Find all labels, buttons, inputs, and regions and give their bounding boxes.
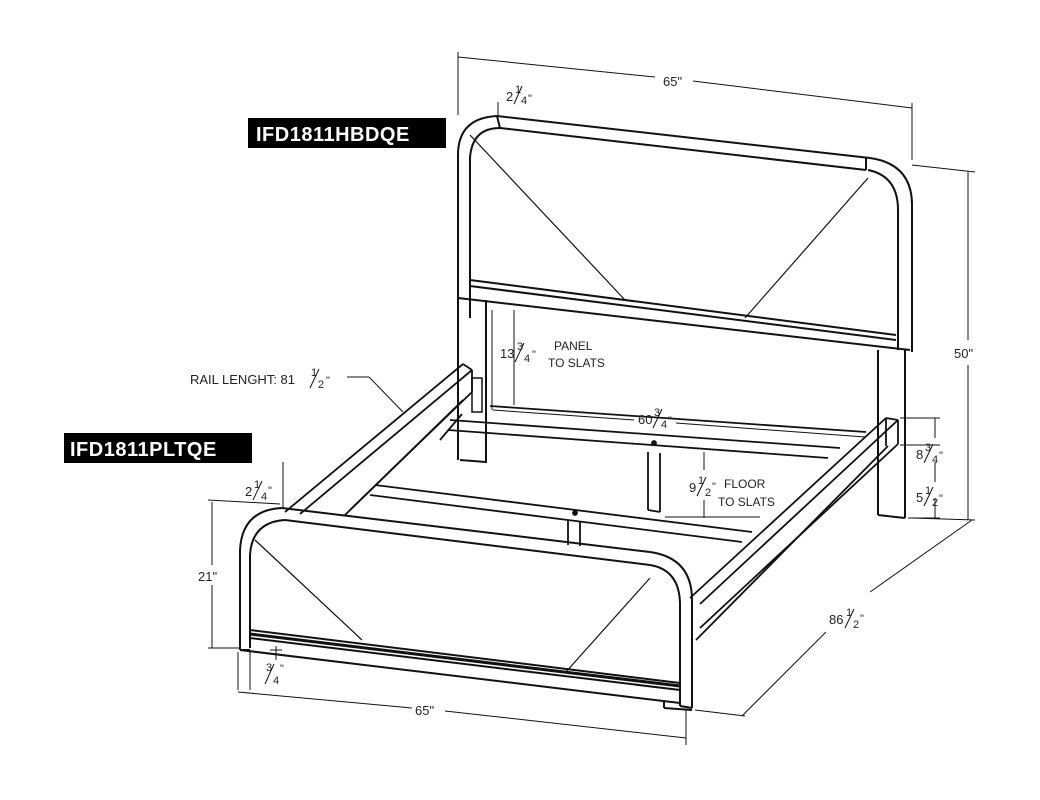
svg-text:": " — [532, 349, 536, 361]
svg-text:4: 4 — [661, 419, 667, 431]
svg-text:2: 2 — [506, 89, 513, 104]
frame-rails — [284, 363, 899, 641]
footboard-rail-thickness-label: 2 1 4 " — [245, 479, 272, 503]
floor-to-slats-label: 9 1 2 " FLOOR TO SLATS — [689, 475, 775, 509]
svg-text:FLOOR: FLOOR — [724, 477, 766, 491]
svg-text:": " — [860, 613, 864, 625]
leg-inset-label: 3 4 " — [264, 662, 284, 687]
svg-text:1: 1 — [925, 485, 931, 497]
headboard-width-label: 65" — [663, 74, 682, 89]
side-rail-height-label: 8 3 4 " — [916, 442, 943, 466]
svg-text:1: 1 — [698, 475, 704, 487]
svg-text:4: 4 — [261, 491, 267, 503]
svg-text:2: 2 — [705, 487, 711, 499]
svg-text:3: 3 — [517, 341, 523, 353]
svg-text:": " — [528, 93, 532, 105]
svg-text:8: 8 — [916, 447, 923, 462]
svg-text:2: 2 — [318, 379, 324, 391]
svg-text:4: 4 — [273, 675, 279, 687]
svg-text:3: 3 — [654, 407, 660, 419]
svg-text:4: 4 — [524, 353, 530, 365]
footboard-model-label: IFD1811PLTQE — [64, 433, 252, 463]
svg-text:2: 2 — [932, 497, 938, 509]
footboard-model-text: IFD1811PLTQE — [70, 439, 217, 461]
svg-text:": " — [280, 663, 284, 675]
svg-text:1: 1 — [515, 84, 521, 96]
svg-text:86: 86 — [829, 612, 843, 627]
svg-text:": " — [939, 450, 943, 462]
svg-text:1: 1 — [254, 479, 260, 491]
svg-text:": " — [268, 485, 272, 497]
overall-length-label: 86 1 2 " — [829, 607, 864, 631]
svg-text:1: 1 — [311, 367, 317, 379]
svg-text:3: 3 — [266, 662, 272, 674]
dimension-lines — [207, 52, 976, 745]
svg-text:2: 2 — [245, 484, 252, 499]
svg-text:13: 13 — [500, 346, 514, 361]
svg-text:4: 4 — [932, 454, 938, 466]
svg-text:5: 5 — [916, 490, 923, 505]
svg-text:RAIL LENGHT: 81: RAIL LENGHT: 81 — [190, 372, 295, 387]
svg-text:PANEL: PANEL — [554, 339, 593, 353]
headboard — [457, 115, 913, 519]
svg-text:": " — [939, 493, 943, 505]
svg-text:": " — [712, 481, 716, 493]
svg-text:TO SLATS: TO SLATS — [718, 495, 775, 509]
svg-text:TO SLATS: TO SLATS — [548, 356, 605, 370]
svg-text:1: 1 — [846, 607, 852, 619]
headboard-model-label: IFD1811HBDQE — [248, 118, 446, 148]
headboard-rail-thickness-label: 2 1 4 " — [506, 84, 532, 107]
svg-text:2: 2 — [853, 619, 859, 631]
headboard-model-text: IFD1811HBDQE — [256, 124, 410, 146]
rail-floor-gap-label: 5 1 2 " — [916, 485, 943, 509]
footboard-height-label: 21" — [198, 569, 217, 584]
svg-text:60: 60 — [638, 412, 652, 427]
headboard-height-label: 50" — [954, 346, 973, 361]
panel-to-slats-label: 13 3 4 " PANEL TO SLATS — [500, 339, 605, 370]
svg-text:": " — [326, 375, 330, 387]
rail-length-label: RAIL LENGHT: 81 1 2 " — [190, 367, 330, 391]
inner-width-label: 60 3 4 " — [638, 407, 672, 431]
footboard — [239, 507, 693, 711]
svg-text:3: 3 — [925, 442, 931, 454]
svg-text:": " — [668, 415, 672, 427]
svg-text:9: 9 — [689, 480, 696, 495]
footboard-width-label: 65" — [415, 703, 434, 718]
svg-text:4: 4 — [521, 95, 527, 107]
